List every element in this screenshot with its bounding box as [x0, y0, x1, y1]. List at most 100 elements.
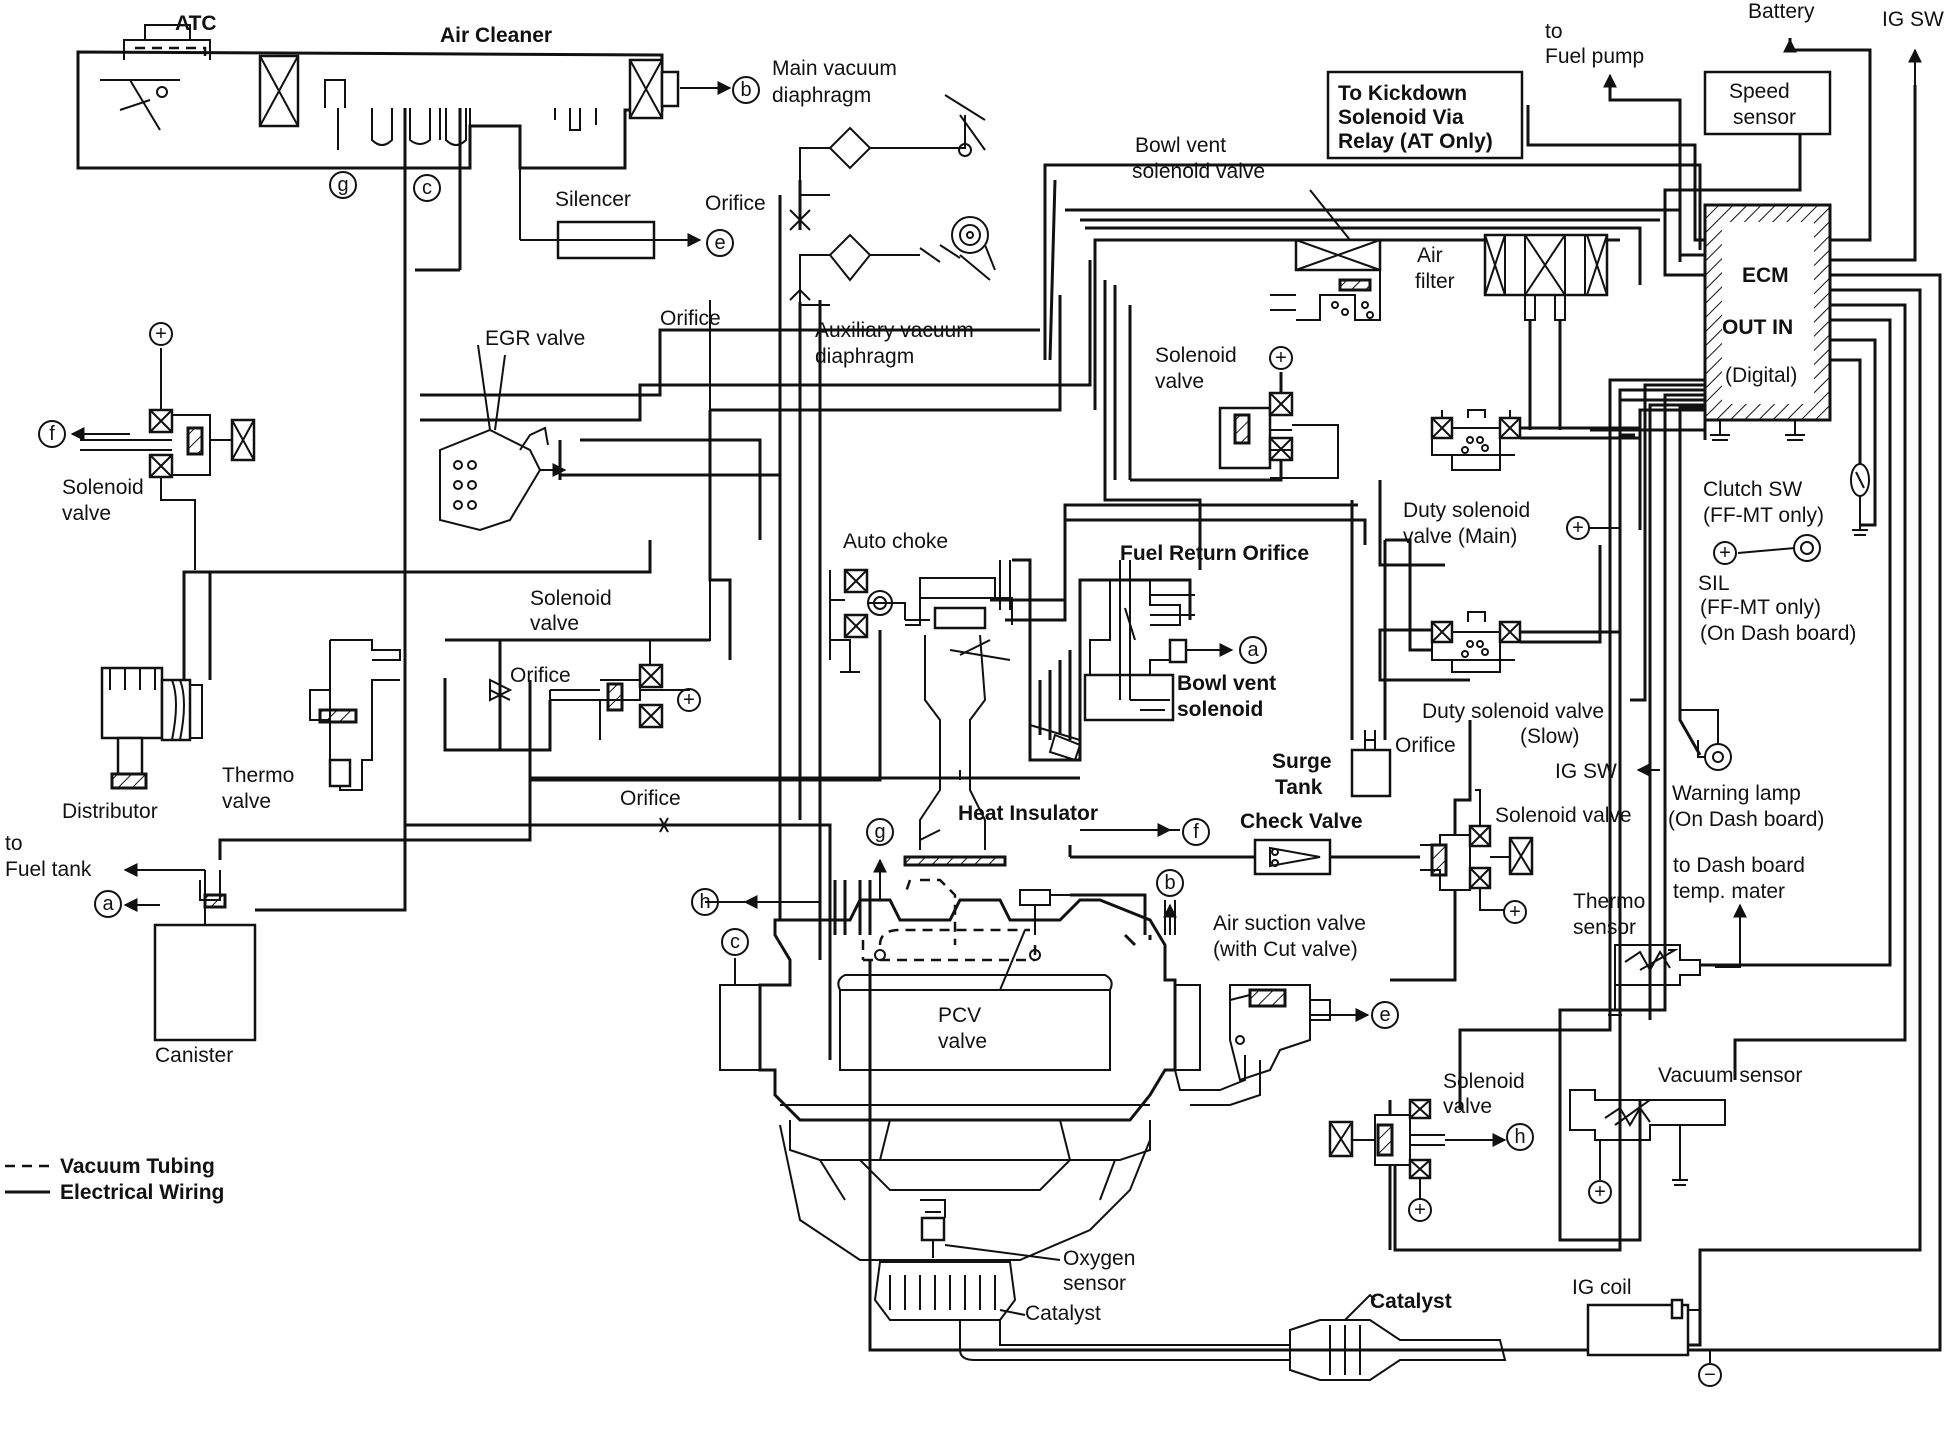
clutch-label-1: Clutch SW	[1703, 478, 1802, 501]
thermo-valve-label-1: Thermo	[222, 764, 294, 787]
ecm-label-3: (Digital)	[1725, 364, 1797, 387]
marker-e-suction: e	[1371, 1001, 1399, 1029]
svg-text:e: e	[1379, 1004, 1390, 1026]
svg-text:b: b	[740, 79, 751, 101]
marker-f-left: f	[38, 420, 66, 448]
marker-g-engine: g	[866, 818, 894, 846]
marker-plus-sol-right: +	[1269, 346, 1293, 370]
heat-insulator	[903, 770, 1007, 867]
clutch-label-2: (FF-MT only)	[1703, 504, 1824, 527]
solenoid-valve-center	[549, 300, 711, 740]
svg-text:+: +	[683, 689, 695, 711]
marker-h-bottom: h	[1506, 1123, 1534, 1151]
pcv-label-1: PCV	[938, 1004, 981, 1027]
duty-slow-label-2: (Slow)	[1520, 725, 1580, 748]
surge-tank-label-2: Tank	[1275, 776, 1323, 799]
sil-label-3: (On Dash board)	[1700, 622, 1856, 645]
to-fuel-pump-label-2: Fuel pump	[1545, 45, 1644, 68]
svg-text:f: f	[1193, 821, 1199, 843]
speed-label-1: Speed	[1729, 80, 1790, 103]
air-suction-label-1: Air suction valve	[1213, 912, 1366, 935]
svg-text:+: +	[1414, 1199, 1426, 1221]
solenoid-valve-bottom	[1328, 1098, 1507, 1250]
main-vacuum-label-1: Main vacuum	[772, 57, 897, 80]
ecm-label-1: ECM	[1742, 264, 1789, 287]
svg-text:c: c	[422, 177, 432, 199]
auto-choke	[829, 568, 930, 673]
legend-vacuum-label: Vacuum Tubing	[60, 1155, 215, 1178]
legend-electrical-label: Electrical Wiring	[60, 1181, 224, 1204]
speed-sensor	[1703, 70, 1832, 136]
marker-plus-sil: +	[1713, 541, 1737, 565]
aux-vacuum-diaphragm	[799, 216, 996, 306]
bowl-vent-valve-label-2: solenoid valve	[1132, 160, 1265, 183]
duty-main-label-1: Duty solenoid	[1403, 499, 1530, 522]
silencer	[519, 160, 702, 260]
air-cleaner	[76, 24, 680, 170]
air-suction-label-2: (with Cut valve)	[1213, 938, 1358, 961]
distributor	[100, 540, 652, 790]
marker-a-left: a	[94, 890, 122, 918]
heat-insulator-label: Heat Insulator	[958, 802, 1098, 825]
marker-plus-center: +	[677, 688, 701, 712]
svg-text:a: a	[102, 893, 114, 915]
orifice-top-label: Orifice	[705, 192, 766, 215]
aux-vacuum-label-2: diaphragm	[815, 345, 914, 368]
surge-tank-label-1: Surge	[1272, 750, 1332, 773]
oxygen-label-1: Oxygen	[1063, 1247, 1135, 1270]
ig-coil-label: IG coil	[1572, 1276, 1632, 1299]
solenoid-valve-right	[1128, 305, 1339, 482]
solenoid-bottom-label-1: Solenoid	[1443, 1070, 1525, 1093]
svg-text:+: +	[1275, 347, 1287, 369]
main-vacuum-diaphragm	[799, 94, 986, 196]
manifold-outlets	[705, 858, 1177, 985]
check-valve-label: Check Valve	[1240, 810, 1363, 833]
clutch-switch	[1850, 463, 1870, 536]
vacuum-sensor	[1569, 1089, 1726, 1186]
solenoid-center-label-2: valve	[530, 612, 579, 635]
bowl-vent-valve-label-1: Bowl vent	[1135, 134, 1226, 157]
solenoid-center-label-1: Solenoid	[530, 587, 612, 610]
svg-text:h: h	[1514, 1126, 1525, 1148]
pcv-label-2: valve	[938, 1030, 987, 1053]
air-filter-label-2: filter	[1415, 270, 1455, 293]
duty-main-label-2: valve (Main)	[1403, 525, 1517, 548]
svg-text:+: +	[1572, 517, 1584, 539]
orifice-center-label: Orifice	[510, 664, 571, 687]
svg-text:h: h	[699, 891, 710, 913]
marker-plus-vac: +	[1588, 1180, 1612, 1204]
thermo-valve-label-2: valve	[222, 790, 271, 813]
thermo-valve	[309, 639, 401, 791]
bowl-vent-solenoid-label-1: Bowl vent	[1177, 672, 1276, 695]
svg-text:e: e	[714, 232, 725, 254]
egr-valve-label: EGR valve	[485, 327, 585, 350]
svg-text:b: b	[1164, 872, 1175, 894]
air-filter	[1483, 233, 1609, 430]
sil-connector	[1737, 534, 1821, 562]
thermo-sensor-label-2: sensor	[1573, 916, 1636, 939]
ig-sw-top-label: IG SW	[1882, 8, 1944, 31]
marker-plus-check: +	[1503, 900, 1527, 924]
orifice-top	[789, 209, 811, 231]
solenoid-right-label-2: valve	[1155, 370, 1204, 393]
orifice-mid-label: Orifice	[660, 307, 721, 330]
auto-choke-label: Auto choke	[843, 530, 948, 553]
marker-b-top: b	[680, 76, 760, 104]
svg-text:−: −	[1704, 1364, 1716, 1386]
catalyst-big-label: Catalyst	[1370, 1290, 1452, 1313]
dash-temp-label-1: to Dash board	[1673, 854, 1805, 877]
to-fuel-tank-label-2: Fuel tank	[5, 858, 92, 881]
svg-text:+: +	[1594, 1181, 1606, 1203]
svg-text:+: +	[1509, 901, 1521, 923]
solenoid-bottom-label-2: valve	[1443, 1095, 1492, 1118]
thermo-sensor	[1605, 903, 1747, 1016]
atc-label: ATC	[175, 12, 217, 35]
svg-text:g: g	[874, 821, 885, 843]
air-cleaner-label: Air Cleaner	[440, 24, 552, 47]
silencer-label: Silencer	[555, 188, 631, 211]
orifice-mid	[789, 288, 811, 301]
warning-lamp	[1680, 709, 1732, 771]
marker-plus-left: +	[149, 322, 173, 346]
ecm-label-2: OUT IN	[1722, 316, 1793, 339]
